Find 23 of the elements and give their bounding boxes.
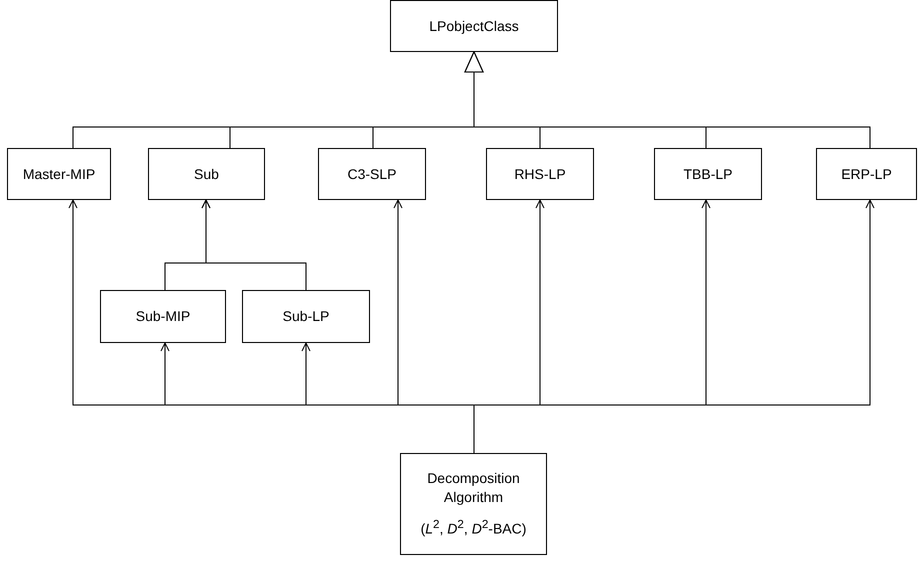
class-name: TBB-LP xyxy=(683,164,732,184)
class-name: RHS-LP xyxy=(514,164,566,184)
class-name: Sub-MIP xyxy=(136,307,190,326)
class-box xyxy=(654,148,762,200)
class-name: C3-SLP xyxy=(347,164,397,184)
class-box xyxy=(100,290,226,343)
class-box xyxy=(242,290,370,343)
class-box xyxy=(486,148,594,200)
arrow xyxy=(202,200,306,290)
class-box xyxy=(816,148,917,200)
class-box xyxy=(148,148,265,200)
class-box xyxy=(7,148,111,200)
class-box xyxy=(390,0,558,52)
class-name: LPobjectClass xyxy=(429,16,519,36)
class-box xyxy=(400,453,547,555)
class-name: ERP-LP xyxy=(841,164,892,184)
class-box xyxy=(318,148,426,200)
class-name: Master-MIP xyxy=(22,164,96,184)
algorithm-variants: (L$^{2}$, D$^{2}$, D$^{2}$-BAC) xyxy=(420,517,526,539)
class-name: Sub xyxy=(194,164,219,184)
class-name: Sub-LP xyxy=(282,307,330,326)
class-name: Decomposition Algorithm xyxy=(426,469,521,508)
arrow xyxy=(464,52,870,148)
